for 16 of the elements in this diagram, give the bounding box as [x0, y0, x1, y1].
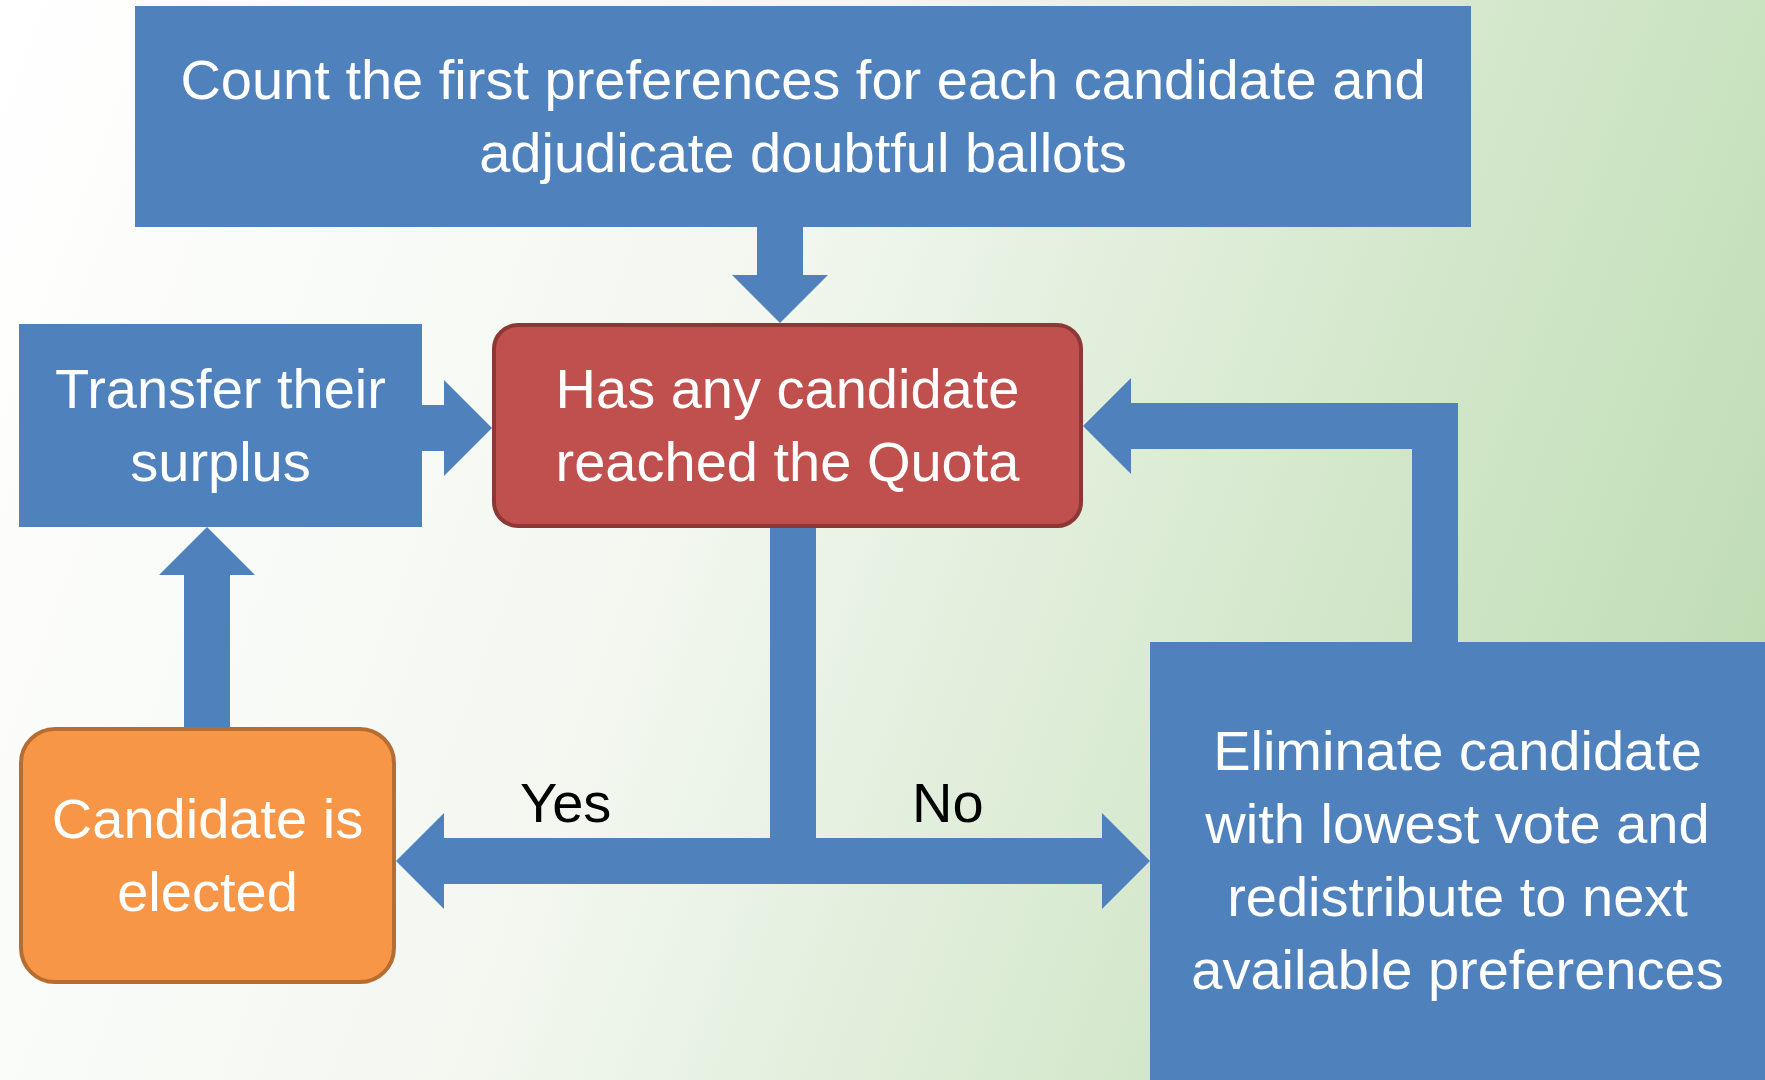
- edge-label: Yes: [520, 770, 612, 835]
- arrow: [732, 227, 828, 323]
- process-box: [1150, 642, 1765, 1080]
- node-text: Eliminate candidate with lowest vote and redistribute to next available preferences: [1190, 718, 1725, 1003]
- node-text: Candidate is elected: [50, 785, 365, 925]
- node-text: Transfer their surplus: [54, 355, 387, 495]
- arrow: [422, 380, 492, 476]
- decision-box: [492, 323, 1083, 528]
- arrow: [159, 527, 255, 727]
- result-box: [19, 727, 396, 984]
- edge-label: No: [912, 770, 984, 835]
- node-text: Count the first preferences for each candidate and adjudicate doubtful ballots: [179, 46, 1427, 186]
- node-text: Has any candidate reached the Quota: [554, 355, 1021, 495]
- process-box: [135, 6, 1471, 227]
- arrow: [1083, 378, 1458, 642]
- process-box: [19, 324, 422, 527]
